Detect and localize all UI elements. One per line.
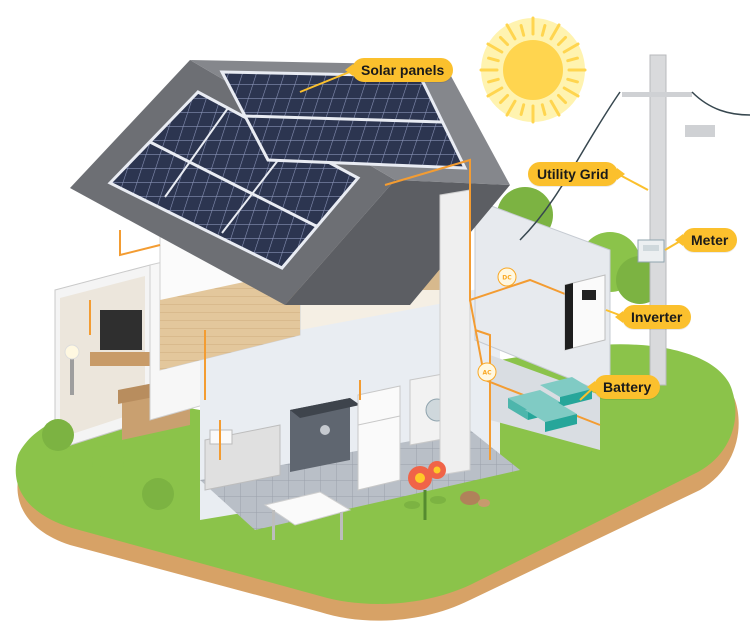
dc-sign bbox=[497, 267, 517, 287]
sun-ray bbox=[556, 35, 568, 47]
bush bbox=[42, 419, 74, 451]
bush bbox=[92, 446, 124, 478]
sun-ray bbox=[498, 35, 510, 47]
rock bbox=[478, 499, 490, 507]
ac-sign-text: AC bbox=[482, 370, 492, 377]
sun-ray bbox=[505, 99, 517, 117]
sun-ray bbox=[486, 42, 504, 54]
label-solar-panels-text: Solar panels bbox=[361, 62, 445, 78]
sun-ray bbox=[540, 24, 547, 37]
sun-ray bbox=[519, 103, 526, 116]
label-inverter-text: Inverter bbox=[631, 309, 683, 325]
sun-ray bbox=[505, 23, 517, 41]
house-left-wing bbox=[54, 264, 190, 451]
dining-table bbox=[263, 491, 352, 526]
tv bbox=[100, 310, 142, 350]
label-battery-text: Battery bbox=[603, 379, 652, 395]
sun-ray bbox=[498, 93, 510, 105]
battery-icon bbox=[508, 377, 592, 432]
sun-ray bbox=[540, 103, 547, 116]
fridge bbox=[357, 385, 401, 491]
label-utility-grid: Utility Grid bbox=[528, 162, 625, 186]
label-meter-text: Meter bbox=[691, 232, 729, 248]
sun-ray bbox=[566, 77, 579, 84]
sun-ray bbox=[486, 86, 504, 98]
label-utility-grid-text: Utility Grid bbox=[537, 166, 609, 182]
ac-sign bbox=[477, 362, 497, 382]
label-inverter: Inverter bbox=[614, 305, 692, 329]
sun-icon bbox=[479, 16, 587, 124]
bush bbox=[142, 478, 174, 510]
label-solar-panels: Solar panels bbox=[344, 58, 454, 82]
sun-ray bbox=[519, 24, 526, 37]
rock bbox=[460, 491, 480, 505]
solar-panel-icon bbox=[107, 70, 468, 270]
sun-ray bbox=[566, 56, 579, 63]
label-battery: Battery bbox=[586, 375, 661, 399]
sun-ray bbox=[549, 23, 561, 41]
sun-ray bbox=[562, 86, 580, 98]
sun-ray bbox=[487, 77, 500, 84]
flower-icon bbox=[404, 461, 446, 520]
label-meter: Meter bbox=[674, 228, 738, 252]
inverter-icon bbox=[564, 274, 606, 351]
sun-ray bbox=[549, 99, 561, 117]
dc-sign-text: DC bbox=[502, 275, 512, 282]
sun-ray bbox=[562, 42, 580, 54]
sun-ray bbox=[556, 93, 568, 105]
meter-icon bbox=[637, 239, 665, 263]
sun-ray bbox=[487, 56, 500, 63]
